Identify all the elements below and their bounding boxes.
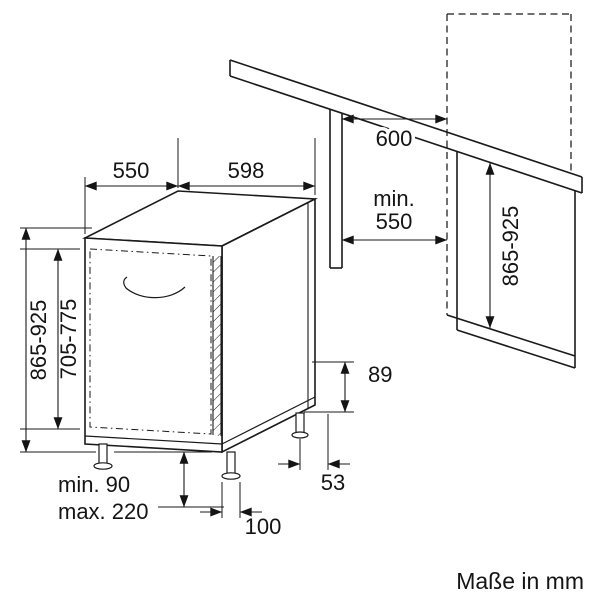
door-panel: [89, 248, 212, 435]
dim-niche-depth: min. 550: [341, 183, 448, 245]
niche-hidden-edges: [446, 13, 572, 315]
appliance-feet: [93, 412, 309, 480]
door-edge-hatching: [213, 256, 221, 436]
dim-niche-depth-value: 550: [376, 209, 413, 234]
dim-appliance-depth-label: 550: [113, 158, 150, 183]
dim-appliance-width-label: 598: [228, 158, 265, 183]
appliance: [81, 190, 319, 480]
dim-niche-depth-prefix: min.: [373, 186, 415, 211]
dim-plinth-max-label: max. 220: [58, 499, 149, 524]
dim-appliance-height-label: 865-925: [26, 300, 51, 381]
dim-plinth-range: min. 90 max. 220: [58, 451, 224, 524]
dim-front-foot-inset-label: 100: [245, 514, 282, 539]
dim-door-panel-height-label: 705-775: [56, 299, 81, 380]
units-note: Maße in mm: [456, 568, 584, 594]
dim-rear-foot-offset-label: 53: [321, 470, 345, 495]
door-swing-icon: [123, 276, 186, 299]
dim-niche-height-right-label: 865-925: [498, 206, 523, 287]
dim-appliance-depth: 550: [84, 138, 179, 234]
dim-appliance-width: 598: [177, 138, 316, 195]
appliance-front-face: [84, 237, 223, 453]
dim-niche-width-label: 600: [376, 126, 413, 151]
dim-niche-height-right: 865-925: [485, 162, 523, 329]
dim-rear-base-height: 89: [304, 361, 392, 413]
appliance-foot-rear: [291, 412, 309, 439]
dim-front-foot-inset: 100: [200, 482, 281, 539]
dim-door-panel-height: 705-775: [20, 248, 81, 430]
dim-rear-foot-offset: 53: [278, 414, 350, 495]
dim-plinth-min-label: min. 90: [58, 472, 130, 497]
dim-appliance-height: 865-925: [20, 227, 92, 453]
appliance-foot-front-left: [93, 443, 113, 470]
dim-rear-base-height-label: 89: [368, 362, 392, 387]
niche-left-wall: [329, 109, 343, 269]
dim-niche-width: 600: [341, 114, 448, 155]
appliance-foot-front-right: [221, 451, 241, 480]
niche-right-cabinet: [446, 151, 576, 369]
